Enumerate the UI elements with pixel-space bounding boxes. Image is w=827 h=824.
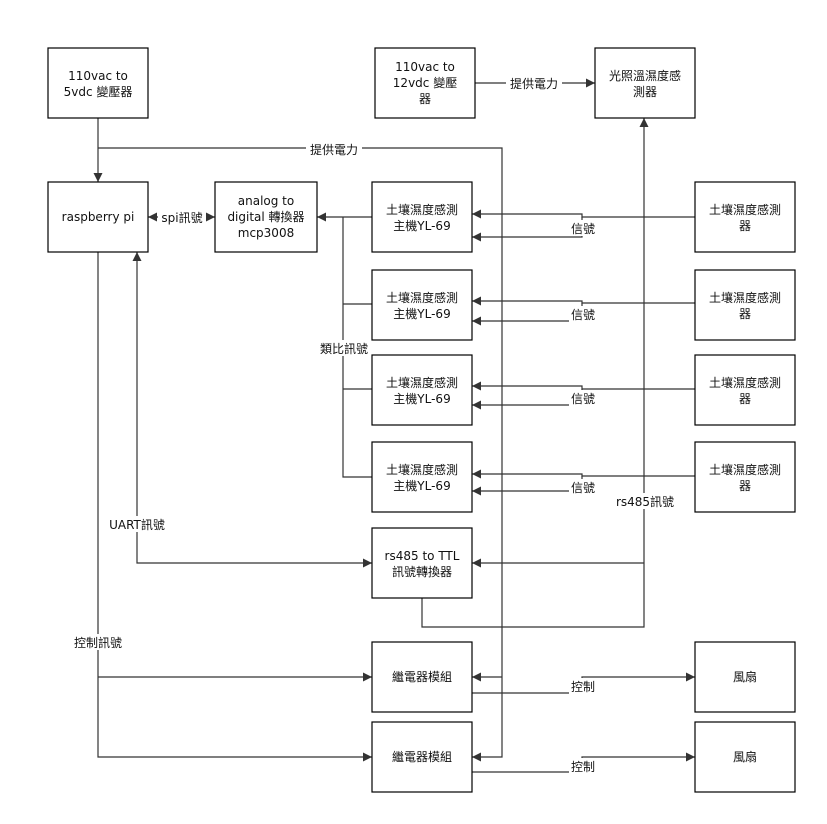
node-fan2-line1: 風扇	[733, 749, 757, 764]
label-uart: UART訊號	[109, 517, 165, 532]
node-host-3: 土壤濕度感測主機YL-69	[371, 354, 473, 426]
node-host3-line1: 土壤濕度感測	[386, 375, 458, 390]
edge-probe1-a	[472, 209, 695, 219]
label-signal3: 信號	[571, 392, 595, 406]
svg-text:土壤濕度感測主機YL-69: 土壤濕度感測主機YL-69	[386, 202, 458, 233]
label-power-top: 提供電力	[510, 76, 558, 91]
svg-text:土壤濕度感測器: 土壤濕度感測器	[709, 202, 781, 233]
edge-probe2-b	[472, 303, 583, 326]
node-adc-line1: analog to	[238, 194, 294, 208]
svg-text:風扇: 風扇	[733, 669, 757, 684]
svg-text:土壤濕度感測主機YL-69: 土壤濕度感測主機YL-69	[386, 375, 458, 406]
node-probe-2: 土壤濕度感測器	[694, 269, 796, 341]
node-fan1-line1: 風扇	[733, 669, 757, 684]
label-control2: 控制	[571, 760, 595, 774]
svg-text:土壤濕度感測主機YL-69: 土壤濕度感測主機YL-69	[386, 462, 458, 493]
edge-probe2-a	[472, 296, 695, 306]
edge-probe1-b	[472, 217, 583, 242]
node-psu-5v-line2: 5vdc 變壓器	[64, 84, 133, 99]
node-psu-5v-line1: 110vac to	[68, 69, 128, 83]
node-light-sensor: 光照溫濕度感測器	[594, 47, 696, 119]
node-probe4-line2: 器	[739, 479, 751, 493]
edge-uart	[132, 252, 372, 568]
node-host4-line2: 主機YL-69	[393, 478, 450, 493]
svg-text:繼電器模組: 繼電器模組	[392, 670, 452, 684]
node-psu-12v-line3: 器	[419, 92, 431, 106]
node-adc: analog to digital 轉換器 mcp3008	[214, 181, 318, 253]
label-rs485-signal: rs485訊號	[616, 494, 674, 509]
svg-text:土壤濕度感測器: 土壤濕度感測器	[709, 462, 781, 493]
node-fan-2: 風扇	[694, 721, 796, 793]
svg-text:光照溫濕度感測器: 光照溫濕度感測器	[609, 68, 681, 99]
node-host-2: 土壤濕度感測主機YL-69	[371, 269, 473, 341]
node-probe1-line2: 器	[739, 219, 751, 233]
node-probe-1: 土壤濕度感測器	[694, 181, 796, 253]
label-power-mid: 提供電力	[310, 142, 358, 157]
edge-probe4-b	[472, 476, 583, 496]
label-signal2: 信號	[571, 308, 595, 322]
node-probe2-line2: 器	[739, 307, 751, 321]
label-signal4: 信號	[571, 481, 595, 495]
node-adc-line3: mcp3008	[238, 226, 294, 240]
svg-text:土壤濕度感測器: 土壤濕度感測器	[709, 375, 781, 406]
node-host2-line2: 主機YL-69	[393, 306, 450, 321]
node-probe-4: 土壤濕度感測器	[694, 441, 796, 513]
node-host3-line2: 主機YL-69	[393, 391, 450, 406]
edge-labels: 提供電力 提供電力 spi訊號 類比訊號 信號 信號 信號 信號 rs485訊號…	[70, 75, 678, 774]
node-relay1-line1: 繼電器模組	[392, 670, 452, 684]
label-control1: 控制	[571, 680, 595, 694]
label-signal1: 信號	[571, 222, 595, 236]
node-fan-1: 風扇	[694, 641, 796, 713]
node-adc-line2: digital 轉換器	[227, 210, 304, 224]
node-probe4-line1: 土壤濕度感測	[709, 462, 781, 477]
svg-text:土壤濕度感測器: 土壤濕度感測器	[709, 290, 781, 321]
node-light-line1: 光照溫濕度感	[609, 68, 681, 83]
label-control-signal: 控制訊號	[74, 635, 122, 650]
node-rs485-line1: rs485 to TTL	[385, 549, 460, 563]
edge-probe3-a	[472, 381, 695, 391]
node-probe2-line1: 土壤濕度感測	[709, 290, 781, 305]
node-psu-12v-line1: 110vac to	[395, 60, 455, 74]
node-host-1: 土壤濕度感測主機YL-69	[371, 181, 473, 253]
node-raspberry-pi: raspberry pi	[47, 181, 149, 253]
node-rpi-line1: raspberry pi	[62, 210, 135, 224]
node-host4-line1: 土壤濕度感測	[386, 462, 458, 477]
node-host1-line1: 土壤濕度感測	[386, 202, 458, 217]
edge-power-bus	[98, 147, 503, 762]
node-probe3-line2: 器	[739, 392, 751, 406]
node-relay-1: 繼電器模組	[371, 641, 473, 713]
edge-probe3-b	[472, 389, 583, 410]
node-probe1-line1: 土壤濕度感測	[709, 202, 781, 217]
node-probe-3: 土壤濕度感測器	[694, 354, 796, 426]
svg-text:土壤濕度感測主機YL-69: 土壤濕度感測主機YL-69	[386, 290, 458, 321]
edge-rs485-to-light	[421, 118, 649, 628]
label-analog: 類比訊號	[320, 341, 368, 356]
node-relay-2: 繼電器模組	[371, 721, 473, 793]
node-host-4: 土壤濕度感測主機YL-69	[371, 441, 473, 513]
label-spi: spi訊號	[161, 210, 202, 225]
node-probe3-line1: 土壤濕度感測	[709, 375, 781, 390]
edge-probe4-a	[472, 469, 695, 479]
svg-text:繼電器模組: 繼電器模組	[392, 750, 452, 764]
node-host1-line2: 主機YL-69	[393, 218, 450, 233]
svg-text:raspberry pi: raspberry pi	[62, 210, 135, 224]
node-relay2-line1: 繼電器模組	[392, 750, 452, 764]
svg-text:風扇: 風扇	[733, 749, 757, 764]
node-rs485-line2: 訊號轉換器	[392, 564, 452, 579]
node-light-line2: 測器	[633, 85, 657, 99]
edge-control-bus	[97, 252, 372, 762]
node-host2-line1: 土壤濕度感測	[386, 290, 458, 305]
node-psu-12v-line2: 12vdc 變壓	[393, 75, 457, 90]
